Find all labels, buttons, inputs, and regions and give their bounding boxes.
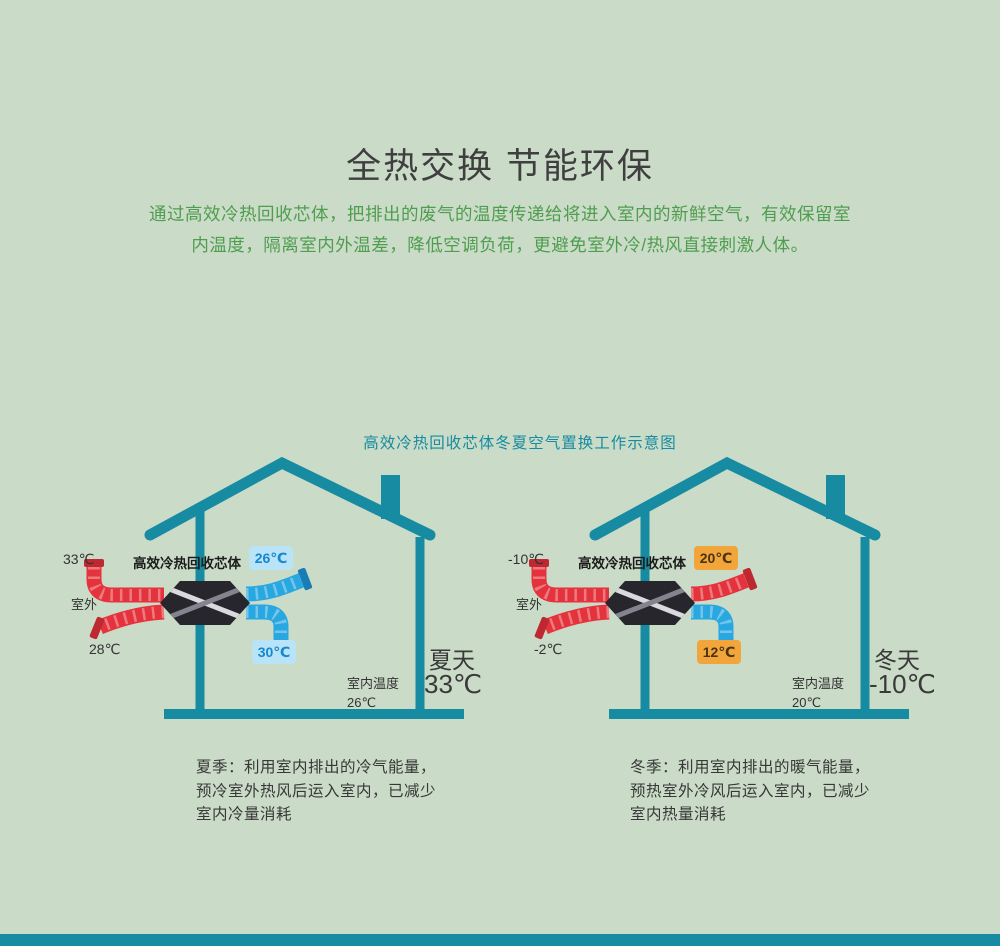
season-temp-label: -10℃: [869, 669, 936, 699]
bottom-accent-bar: [0, 934, 1000, 946]
pipe-flange-icon: [534, 616, 550, 640]
exhaust-air-temp-label: -2℃: [534, 641, 563, 657]
winter-caption-line-3: 室内热量消耗: [630, 806, 727, 823]
exhaust-outlet-pipe-icon: [97, 604, 165, 634]
description-line-1: 通过高效冷热回收芯体，把排出的废气的温度传递给将进入室内的新鲜空气，有效保留室: [149, 204, 851, 224]
pipe-flange-icon: [529, 559, 549, 567]
pipe-stripes: [88, 567, 164, 601]
summer-caption-line-1: 夏季：利用室内排出的冷气能量，: [196, 759, 437, 776]
winter-house-diagram: -10℃ 室外 -2℃ 高效冷热回收芯体 20℃ 12℃ 室内温度 20℃ 冬天…: [505, 455, 936, 725]
season-label: 冬天: [874, 647, 920, 673]
indoor-supply-pipe-icon: [246, 604, 289, 643]
outdoor-intake-pipe-icon: [531, 567, 609, 603]
pipe-flange-icon: [742, 567, 758, 591]
pipe-flange-icon: [89, 616, 105, 640]
season-label: 夏天: [429, 647, 475, 673]
summer-caption-line-3: 室内冷量消耗: [196, 806, 293, 823]
indoor-temp-label: 室内温度: [347, 676, 400, 691]
core-title-label: 高效冷热回收芯体: [578, 556, 686, 571]
roof-icon: [144, 456, 436, 541]
pipe-stripes: [690, 574, 750, 600]
indoor-temperature-note: 室内温度 26℃: [347, 674, 399, 712]
winter-caption-line-1: 冬季：利用室内排出的暖气能量，: [630, 759, 871, 776]
chimney-icon: [826, 475, 845, 519]
outdoor-air-temp-label: 33℃: [63, 551, 95, 567]
indoor-supply-pipe-icon: [691, 604, 734, 643]
winter-caption: 冬季：利用室内排出的暖气能量， 预热室外冷风后运入室内，已减少 室内热量消耗: [630, 756, 870, 827]
indoor-temp-label: 室内温度: [792, 676, 845, 691]
outdoor-air-temp-label: -10℃: [508, 551, 544, 567]
indoor-return-temp-badge: 20℃: [694, 546, 738, 570]
outdoor-label: 室外: [516, 597, 543, 612]
indoor-return-pipe-icon: [245, 573, 305, 602]
exhaust-air-temp-label: 28℃: [89, 641, 121, 657]
indoor-return-pipe-icon: [690, 573, 750, 602]
winter-caption-line-2: 预热室外冷风后运入室内，已减少: [630, 782, 871, 800]
indoor-temperature-note: 室内温度 20℃: [792, 674, 844, 712]
exhaust-outlet-pipe-icon: [542, 604, 610, 634]
winter-house-illustration: [529, 456, 909, 719]
description-line-2: 内温度，隔离室内外温差，降低空调负荷，更避免室外冷/热风直接刺激人体。: [191, 235, 809, 255]
core-title-label: 高效冷热回收芯体: [133, 556, 241, 571]
summer-caption-line-2: 预冷室外热风后运入室内，已减少: [196, 782, 437, 800]
outdoor-label: 室外: [71, 597, 98, 612]
summer-house-diagram: 33℃ 室外 28℃ 高效冷热回收芯体 26℃ 30℃ 室内温度 26℃ 夏天 …: [60, 455, 490, 725]
chimney-icon: [381, 475, 400, 519]
indoor-supply-temp-badge: 30℃: [252, 640, 296, 664]
indoor-supply-temp-badge: 12℃: [697, 640, 741, 664]
indoor-temp-value: 20℃: [792, 695, 822, 710]
diagram-title: 高效冷热回收芯体冬夏空气置换工作示意图: [363, 435, 677, 452]
indoor-temp-value: 26℃: [347, 695, 377, 710]
roof-icon: [589, 456, 881, 541]
summer-caption: 夏季：利用室内排出的冷气能量， 预冷室外热风后运入室内，已减少 室内冷量消耗: [196, 756, 436, 827]
pipe-flange-icon: [84, 559, 104, 567]
outdoor-intake-pipe-icon: [86, 567, 164, 603]
indoor-return-temp-badge: 26℃: [249, 546, 293, 570]
pipe-flange-icon: [297, 567, 313, 591]
summer-house-illustration: [84, 456, 464, 719]
pipe-stripes: [245, 574, 305, 600]
page-description: 通过高效冷热回收芯体，把排出的废气的温度传递给将进入室内的新鲜空气，有效保留室 …: [0, 199, 1000, 261]
pipe-stripes: [533, 567, 609, 601]
season-temp-label: 33℃: [424, 669, 483, 699]
page-title: 全热交换 节能环保: [346, 147, 654, 186]
